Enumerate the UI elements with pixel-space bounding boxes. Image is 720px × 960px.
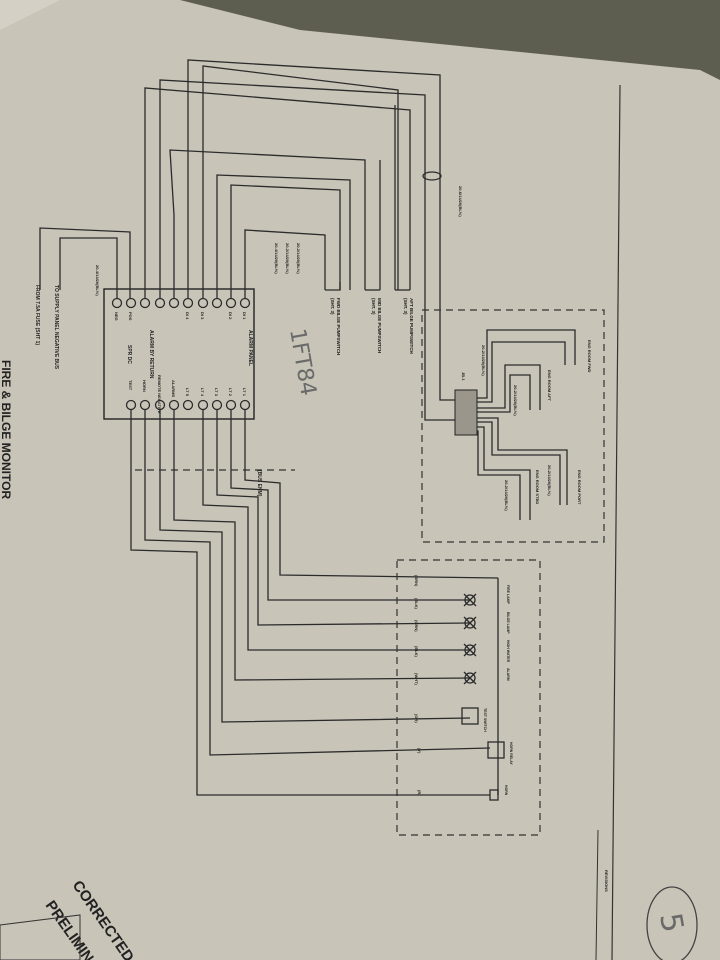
bus-label: (BUS ENM): [256, 470, 262, 497]
svg-text:(SHT. 3): (SHT. 3): [403, 298, 408, 315]
svg-text:DI 3: DI 3: [200, 312, 205, 320]
svg-text:MID BILGE PUMPSWITCH: MID BILGE PUMPSWITCH: [377, 298, 382, 353]
svg-text:LT 1: LT 1: [242, 388, 247, 397]
title-block-corner: [0, 914, 81, 960]
lamp-device-labels: FIRE LAMP BILGE LAMP HIGH WATER ALARM TE…: [483, 585, 513, 796]
svg-text:HORN: HORN: [142, 380, 147, 392]
alarm-panel-label: ALARM PANEL: [247, 330, 253, 366]
diagram-title: FIRE & BILGE MONITOR: [0, 360, 13, 499]
svg-text:20-2/14/20(BL%): 20-2/14/20(BL%): [481, 345, 486, 376]
top-terminal-labels: NEG POS DI 4 DI 3 DI 2 DI 1: [114, 312, 247, 321]
supply-to-label: TO SUPPLY PANEL NEGATIVE BUS: [53, 285, 59, 370]
svg-text:(SHT. 3): (SHT. 3): [330, 298, 335, 315]
svg-text:LT 3: LT 3: [214, 388, 219, 397]
svg-text:20-4/14/20(BL%): 20-4/14/20(BL%): [95, 265, 100, 296]
svg-text:LT 5: LT 5: [185, 388, 190, 397]
svg-text:REMOTE NEGATIVE: REMOTE NEGATIVE: [157, 375, 162, 414]
svg-text:DI 1: DI 1: [242, 312, 247, 320]
svg-text:20-6/14/20(BL%): 20-6/14/20(BL%): [458, 186, 463, 217]
junction-box-labels: JB-1 ENG ROOM FWD ENG ROOM AFT ENG ROOM …: [461, 340, 592, 505]
svg-text:POS: POS: [128, 312, 133, 321]
alarm-panel-box: [103, 288, 255, 420]
svg-text:HORN: HORN: [504, 785, 508, 796]
svg-text:(OR): (OR): [414, 714, 419, 723]
sheet-border: [611, 84, 621, 960]
jb-wiring: [477, 329, 576, 520]
svg-text:NEG: NEG: [114, 312, 119, 321]
svg-text:20-2/14/20(BL%): 20-2/14/20(BL%): [504, 480, 509, 511]
svg-text:20-4/14/20(BL%): 20-4/14/20(BL%): [274, 243, 279, 274]
svg-text:(BLK): (BLK): [414, 598, 419, 610]
svg-text:(SHT. 3): (SHT. 3): [371, 298, 376, 315]
svg-text:HORN RELAY: HORN RELAY: [509, 742, 513, 765]
lamp-wire-labels: (BRN) (BLK) (GRN) (BLK) (WHT) (OR) (Y) (…: [414, 575, 422, 796]
svg-text:LT 4: LT 4: [200, 388, 205, 397]
svg-text:AFT BILGE PUMPSWITCH: AFT BILGE PUMPSWITCH: [409, 298, 414, 354]
svg-text:DI 4: DI 4: [185, 312, 190, 320]
bottom-wiring: [130, 410, 499, 796]
revision-border: [595, 829, 599, 960]
svg-text:(BLK): (BLK): [414, 646, 419, 658]
relay-icon: [487, 741, 505, 759]
svg-text:FIRE LAMP: FIRE LAMP: [506, 585, 510, 605]
top-wiring: [144, 59, 455, 421]
svg-text:TEST: TEST: [128, 380, 133, 391]
lamp-icon: [463, 616, 477, 630]
svg-text:ALARMS: ALARMS: [171, 380, 176, 397]
lamp-icon: [463, 671, 477, 685]
svg-text:(R): (R): [417, 790, 422, 796]
svg-text:LT 2: LT 2: [228, 388, 233, 397]
relay-icon: [461, 707, 479, 725]
svg-text:BILGE LAMP: BILGE LAMP: [506, 612, 510, 634]
alarm-panel-top-terminals: [111, 297, 251, 309]
engine-room-box: [421, 309, 605, 543]
svg-text:JB-1: JB-1: [461, 372, 466, 381]
lamp-icon: [463, 593, 477, 607]
svg-text:20-2/14/20(BL%): 20-2/14/20(BL%): [285, 243, 290, 274]
svg-text:HIGH WATER: HIGH WATER: [506, 640, 510, 663]
fuse-label: SPR DC: [126, 345, 132, 364]
svg-text:ALARM: ALARM: [506, 668, 510, 681]
fwd-pumpswitch-bracket: [325, 282, 341, 291]
lamp-icons: [461, 593, 505, 801]
pump-switch-labels: FWD BILGE PUMPSWITCH (SHT. 3) MID BILGE …: [330, 298, 414, 355]
lamp-icon: [463, 643, 477, 657]
supply-positive-wire: [59, 237, 118, 298]
svg-text:ENG ROOM AFT: ENG ROOM AFT: [547, 370, 552, 402]
lamp-box: [396, 559, 541, 836]
alarm-panel-bottom-terminals: [125, 399, 251, 411]
svg-text:FWD BILGE PUMPSWITCH: FWD BILGE PUMPSWITCH: [336, 298, 341, 355]
supply-from-label: FROM 7.5A FUSE (SHT 1): [34, 285, 40, 345]
svg-text:TEST SWITCH: TEST SWITCH: [483, 708, 487, 732]
svg-text:20-2/14/20(BL%): 20-2/14/20(BL%): [513, 385, 518, 416]
under-sheet: [0, 0, 60, 30]
horn-icon: [489, 789, 499, 801]
svg-text:20-2/14/20(BL%): 20-2/14/20(BL%): [296, 243, 301, 274]
svg-text:DI 2: DI 2: [228, 312, 233, 320]
svg-text:20-2/14/20(BL%): 20-2/14/20(BL%): [547, 465, 552, 496]
svg-text:(GRN): (GRN): [414, 620, 419, 632]
bottom-terminal-labels: TEST HORN REMOTE NEGATIVE ALARMS LT 5 LT…: [128, 375, 247, 414]
svg-text:ENG ROOM FWD: ENG ROOM FWD: [587, 340, 592, 373]
svg-text:(Y): (Y): [417, 748, 422, 754]
svg-text:ENG ROOM STBD: ENG ROOM STBD: [535, 470, 540, 504]
svg-text:ENG ROOM PORT: ENG ROOM PORT: [577, 470, 582, 505]
svg-text:(BRN): (BRN): [414, 575, 419, 587]
alarm-return-label: ALARM BY RETURN: [148, 330, 154, 379]
revisions-header: REVISIONS: [604, 870, 609, 892]
junction-box-jb1: [454, 389, 478, 436]
supply-negative-wire: [39, 227, 131, 298]
sheet-number-circle: [646, 886, 698, 960]
svg-text:(WHT): (WHT): [414, 673, 419, 685]
cable-labels: 20-4/14/20(BL%) 20-2/14/20(BL%) 20-2/14/…: [95, 186, 552, 511]
